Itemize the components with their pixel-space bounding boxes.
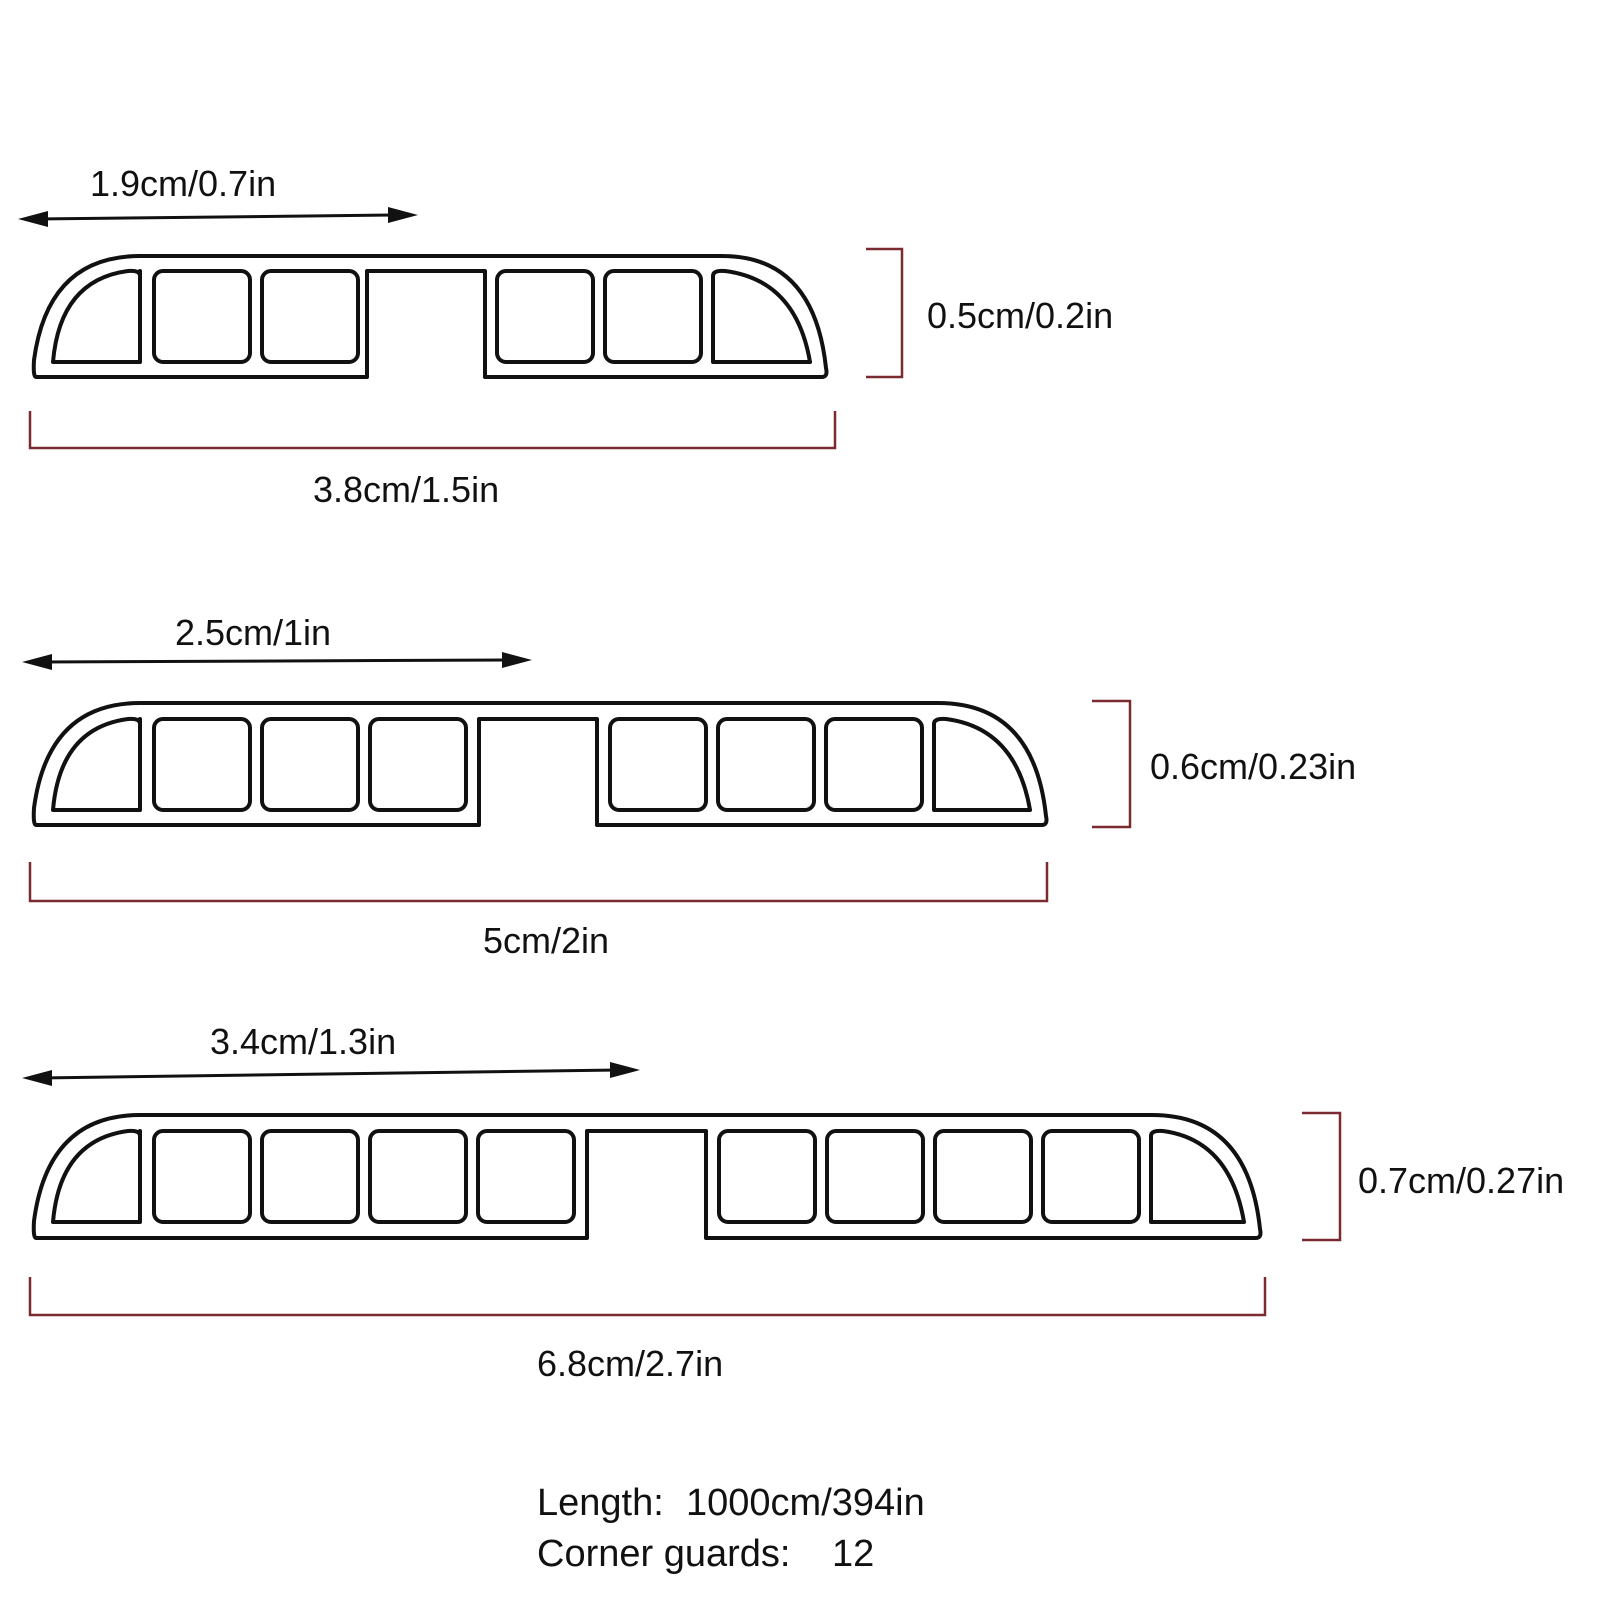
width-bracket [28, 862, 1049, 903]
cell [368, 717, 468, 812]
length-value: 1000cm/394in [686, 1482, 925, 1524]
height-bracket [866, 247, 904, 379]
width-label: 3.8cm/1.5in [313, 469, 499, 510]
height-label: 0.6cm/0.23in [1150, 746, 1356, 787]
half-width-arrow [22, 1062, 640, 1086]
guards-row: Corner guards: 12 [537, 1533, 874, 1575]
cell [495, 269, 595, 364]
half-width-label: 3.4cm/1.3in [210, 1021, 396, 1062]
half-width-label: 2.5cm/1in [175, 612, 331, 653]
end-cell-right [1149, 1128, 1246, 1224]
half-width-arrow [18, 207, 418, 227]
profile-outline [31, 701, 1049, 827]
end-cell-left [51, 1128, 142, 1224]
cell [152, 269, 252, 364]
cell [933, 1129, 1033, 1224]
length-label: Length: [537, 1482, 664, 1524]
end-cell-right [932, 716, 1032, 812]
width-bracket [28, 411, 837, 450]
half-width-arrow [22, 652, 532, 670]
cell [260, 717, 360, 812]
length-row: Length: 1000cm/394in [537, 1482, 925, 1524]
profile-outline [31, 254, 829, 379]
cell [368, 1129, 468, 1224]
product-info: Length: 1000cm/394in Corner guards: 12 [537, 1482, 925, 1575]
cell [1041, 1129, 1141, 1224]
profile-outline [31, 1113, 1263, 1240]
end-cell-left [51, 716, 142, 812]
profile-small: 1.9cm/0.7in 0.5cm/0.2in 3.8cm/1.5in [18, 163, 1113, 510]
cell [825, 1129, 925, 1224]
height-label: 0.5cm/0.2in [927, 295, 1113, 336]
cell [608, 717, 708, 812]
end-cell-left [51, 268, 142, 364]
guards-value: 12 [832, 1533, 874, 1575]
cell [152, 1129, 252, 1224]
height-bracket [1302, 1111, 1342, 1242]
cell [716, 717, 816, 812]
cell [152, 717, 252, 812]
height-bracket [1092, 699, 1132, 829]
width-label: 5cm/2in [483, 920, 609, 961]
guards-label: Corner guards: [537, 1533, 790, 1575]
profile-medium: 2.5cm/1in 0.6cm/0.23in 5cm/2in [22, 612, 1356, 961]
cell [824, 717, 924, 812]
profile-large: 3.4cm/1.3in 0.7cm/0.27in 6.8cm/2.7in [22, 1021, 1564, 1384]
cell [603, 269, 703, 364]
cell [717, 1129, 817, 1224]
width-bracket [28, 1277, 1267, 1317]
cell [260, 1129, 360, 1224]
half-width-label: 1.9cm/0.7in [90, 163, 276, 204]
cell [476, 1129, 576, 1224]
end-cell-right [711, 268, 812, 364]
height-label: 0.7cm/0.27in [1358, 1160, 1564, 1201]
cell [260, 269, 360, 364]
width-label: 6.8cm/2.7in [537, 1343, 723, 1384]
